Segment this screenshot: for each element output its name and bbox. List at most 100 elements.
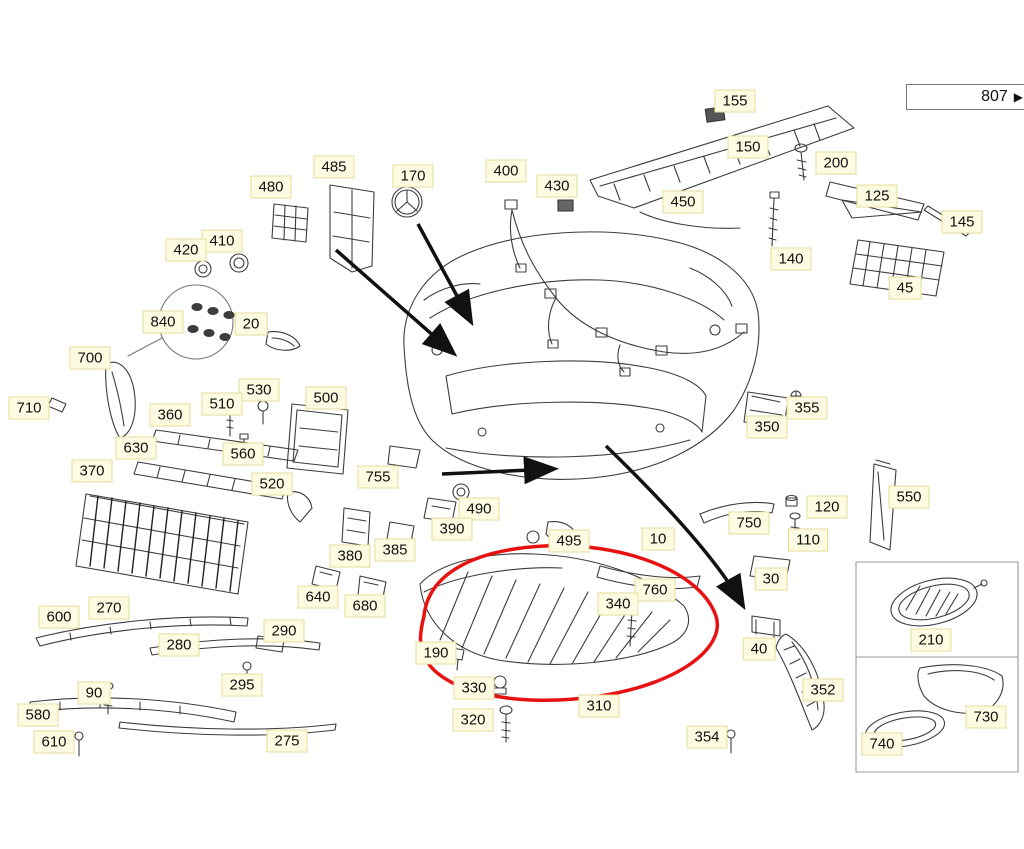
part-drawing-plate-bracket-500 (286, 403, 349, 475)
part-label-10[interactable]: 10 (641, 527, 675, 551)
part-label-190[interactable]: 190 (415, 641, 457, 665)
part-label-155[interactable]: 155 (714, 89, 756, 113)
part-drawing-trim-580 (29, 697, 237, 723)
pointer-arrows (334, 223, 746, 611)
part-drawing-clip-710 (47, 397, 67, 413)
part-label-420[interactable]: 420 (165, 238, 207, 262)
part-label-380[interactable]: 380 (329, 544, 371, 568)
part-label-840[interactable]: 840 (142, 310, 184, 334)
ref-box-807[interactable]: 807 ▶ (906, 84, 1024, 110)
part-label-500[interactable]: 500 (305, 386, 347, 410)
part-drawing-grille-370 (75, 493, 249, 595)
part-drawing-trim-275 (118, 721, 337, 736)
part-label-430[interactable]: 430 (536, 174, 578, 198)
part-drawing-bumper-cover (403, 231, 760, 480)
part-label-45[interactable]: 45 (888, 276, 922, 300)
part-label-510[interactable]: 510 (201, 392, 243, 416)
part-label-200[interactable]: 200 (815, 151, 857, 175)
part-label-275[interactable]: 275 (266, 729, 308, 753)
part-drawing-mesh-45 (849, 239, 945, 297)
part-label-640[interactable]: 640 (297, 585, 339, 609)
ref-box-label: 807 (981, 88, 1008, 105)
part-label-360[interactable]: 360 (149, 403, 191, 427)
part-drawing-bracket-550 (869, 459, 897, 551)
part-label-550[interactable]: 550 (888, 485, 930, 509)
part-label-580[interactable]: 580 (17, 703, 59, 727)
part-label-330[interactable]: 330 (453, 676, 495, 700)
part-label-610[interactable]: 610 (33, 730, 75, 754)
part-label-270[interactable]: 270 (88, 596, 130, 620)
part-label-40[interactable]: 40 (742, 637, 776, 661)
part-label-120[interactable]: 120 (806, 495, 848, 519)
part-drawing-engine-cover-310 (419, 553, 690, 665)
part-drawing-bolt-354 (726, 729, 736, 754)
part-label-320[interactable]: 320 (452, 708, 494, 732)
part-drawing-bracket-520 (286, 491, 313, 523)
part-drawing-module-480 (271, 203, 309, 243)
part-label-680[interactable]: 680 (344, 594, 386, 618)
part-drawing-grommet-330 (493, 675, 507, 695)
right-arrow-icon: ▶ (1013, 90, 1023, 104)
part-drawing-flap-20 (265, 331, 301, 351)
part-label-370[interactable]: 370 (71, 459, 113, 483)
part-label-150[interactable]: 150 (727, 135, 769, 159)
part-label-530[interactable]: 530 (238, 378, 280, 402)
part-label-400[interactable]: 400 (485, 159, 527, 183)
part-label-520[interactable]: 520 (251, 472, 293, 496)
part-drawing-duct-485 (329, 184, 375, 273)
part-label-755[interactable]: 755 (357, 465, 399, 489)
part-label-385[interactable]: 385 (374, 538, 416, 562)
part-label-630[interactable]: 630 (115, 436, 157, 460)
part-label-710[interactable]: 710 (8, 396, 50, 420)
part-label-290[interactable]: 290 (263, 619, 305, 643)
part-label-125[interactable]: 125 (856, 184, 898, 208)
part-label-210[interactable]: 210 (910, 628, 952, 652)
part-drawing-screw-200 (794, 143, 808, 181)
part-label-350[interactable]: 350 (746, 415, 788, 439)
part-label-740[interactable]: 740 (861, 732, 903, 756)
part-label-352[interactable]: 352 (802, 678, 844, 702)
part-label-600[interactable]: 600 (38, 605, 80, 629)
part-label-110[interactable]: 110 (788, 528, 828, 552)
part-label-20[interactable]: 20 (234, 312, 268, 336)
part-label-450[interactable]: 450 (662, 190, 704, 214)
part-label-560[interactable]: 560 (222, 442, 264, 466)
pointer-arrow (441, 456, 559, 485)
part-drawing-bracket-380 (341, 507, 371, 547)
part-label-340[interactable]: 340 (597, 592, 639, 616)
part-label-170[interactable]: 170 (392, 164, 434, 188)
part-label-490[interactable]: 490 (458, 497, 500, 521)
part-label-750[interactable]: 750 (728, 511, 770, 535)
part-label-390[interactable]: 390 (431, 517, 473, 541)
part-label-355[interactable]: 355 (786, 396, 828, 420)
part-drawing-screw-320 (499, 705, 513, 743)
part-label-730[interactable]: 730 (965, 705, 1007, 729)
part-label-495[interactable]: 495 (548, 529, 590, 553)
part-drawing-screw-610 (74, 731, 84, 757)
part-drawing-trim-600-270 (35, 616, 249, 647)
part-drawing-fog-grille-210 (890, 577, 988, 627)
part-label-295[interactable]: 295 (221, 673, 263, 697)
part-drawing-wiring-harness (504, 199, 748, 377)
part-label-280[interactable]: 280 (158, 633, 200, 657)
part-label-30[interactable]: 30 (754, 567, 788, 591)
part-drawing-screw-140 (768, 191, 780, 247)
part-label-354[interactable]: 354 (686, 725, 728, 749)
part-drawing-bracket-755 (387, 445, 421, 469)
part-label-480[interactable]: 480 (250, 175, 292, 199)
part-label-700[interactable]: 700 (69, 346, 111, 370)
part-drawing-sensor-410 (229, 253, 249, 273)
part-label-90[interactable]: 90 (77, 681, 111, 705)
pointer-arrow (604, 444, 746, 611)
part-drawing-sensor-420 (194, 260, 212, 278)
part-label-410[interactable]: 410 (201, 229, 243, 253)
part-label-310[interactable]: 310 (578, 694, 620, 718)
part-label-760[interactable]: 760 (634, 578, 676, 602)
part-label-140[interactable]: 140 (770, 247, 812, 271)
pointer-arrow (334, 248, 458, 357)
part-drawing-bracket-40 (751, 615, 781, 638)
part-label-145[interactable]: 145 (941, 210, 983, 234)
part-label-485[interactable]: 485 (313, 155, 355, 179)
part-drawing-wheel-liner-352 (775, 633, 825, 731)
